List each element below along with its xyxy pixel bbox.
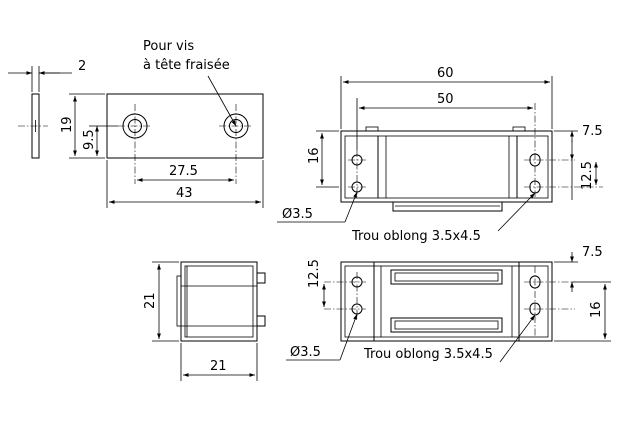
dim-side-height: 21 [143,292,158,309]
dim-hole-spacing-bottom: 12.5 [307,259,322,288]
dim-19-lines [69,93,105,159]
dim-21-h-lines [180,343,258,381]
dim-side-width: 21 [210,359,227,374]
body-top-view [277,98,603,232]
dim-16-top-lines [316,130,339,188]
dim-hole-height: 9.5 [82,129,97,150]
dim-hole-spacing-plate: 27.5 [169,164,198,179]
note-slot-top: Trou oblong 3.5x4.5 [351,229,481,244]
dim-43-lines [106,160,264,208]
dim-height-plate: 19 [60,116,75,133]
dim-7-5-top-lines [554,130,578,200]
dim-height-16-bottom: 16 [589,301,604,318]
plate-edge-view [8,66,72,159]
dim-60-lines [340,76,553,129]
note-countersunk-line1: Pour vis [143,39,194,54]
dim-hole-spacing: 50 [437,92,454,107]
dim-thickness: 2 [78,59,86,74]
dim-offset-7-5-top: 7.5 [582,124,603,139]
dim-length-plate: 43 [176,186,193,201]
note-countersunk-line2: à tête fraisée [143,58,230,73]
dim-9-5-lines [89,125,118,156]
dim-height-16-top: 16 [307,147,322,164]
body-bottom-view [286,261,575,363]
dim-21-v-lines [152,261,179,342]
note-slot-bottom: Trou oblong 3.5x4.5 [363,347,493,362]
dim-slot-spacing-top: 12.5 [580,161,595,190]
dim-offset-7-5-bottom: 7.5 [582,245,603,260]
dim-overall-length: 60 [437,66,454,81]
body-side-view [176,261,266,342]
dim-16-bottom-lines [554,281,611,342]
dim-7-5-bottom-lines [554,252,578,292]
note-diameter-bottom: Ø3.5 [290,345,321,360]
note-diameter-top: Ø3.5 [282,207,313,222]
